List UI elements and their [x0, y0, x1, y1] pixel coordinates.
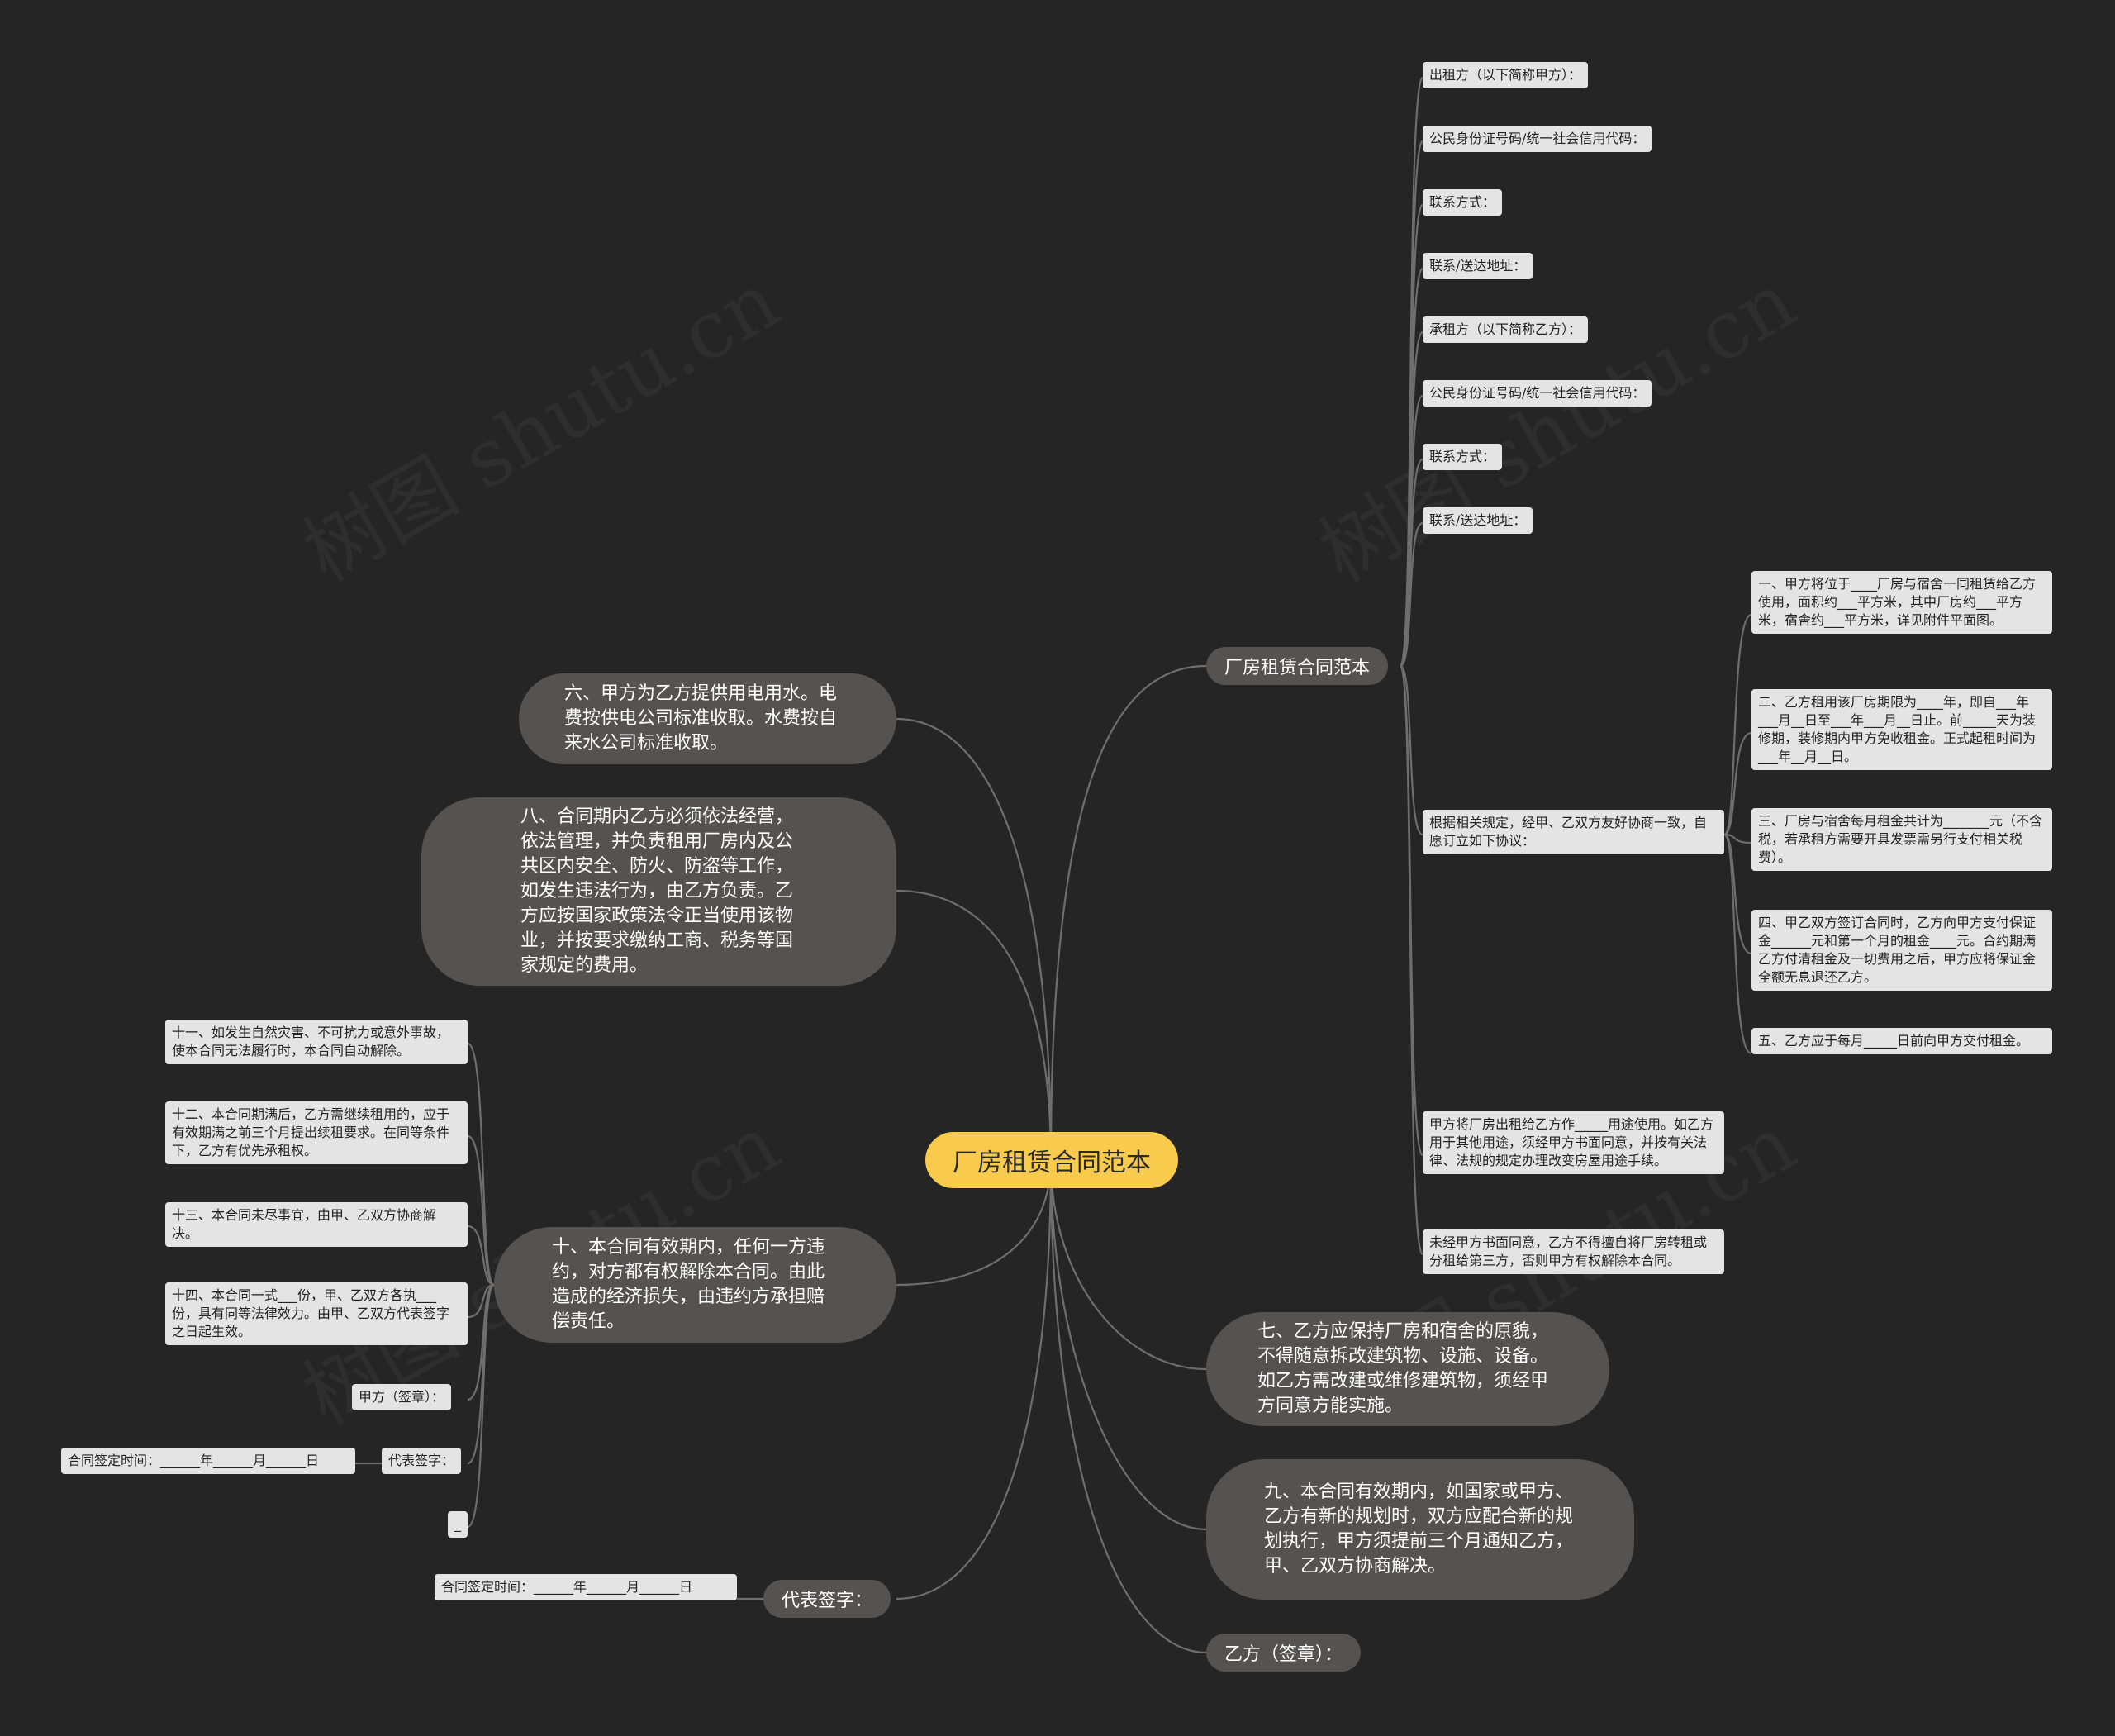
- clause-4[interactable]: 四、甲乙双方签订合同时，乙方向甲方支付保证金______元和第一个月的租金___…: [1751, 910, 2052, 991]
- party-a-sign[interactable]: 甲方（签章）：: [352, 1384, 452, 1410]
- clause-7-node[interactable]: 七、乙方应保持厂房和宿舍的原貌，不得随意拆改建筑物、设施、设备。如乙方需改建或维…: [1206, 1312, 1609, 1426]
- clause-13[interactable]: 十三、本合同未尽事宜，由甲、乙双方协商解决。: [165, 1202, 468, 1247]
- clause-9-node[interactable]: 九、本合同有效期内，如国家或甲方、乙方有新的规划时，双方应配合新的规划执行，甲方…: [1206, 1459, 1634, 1600]
- edge-topic-party-8: [1400, 521, 1423, 668]
- clause-7-text: 七、乙方应保持厂房和宿舍的原貌，不得随意拆改建筑物、设施、设备。如乙方需改建或维…: [1257, 1321, 1549, 1416]
- sublet-clause[interactable]: 未经甲方书面同意，乙方不得擅自将厂房转租或分租给第三方，否则甲方有权解除本合同。: [1423, 1229, 1724, 1274]
- clause-2[interactable]: 二、乙方租用该厂房期限为____年，即自___年___月__日至___年___月…: [1751, 689, 2052, 770]
- rep-sign-node[interactable]: 代表签字：: [763, 1580, 891, 1618]
- clause-5[interactable]: 五、乙方应于每月_____日前向甲方交付租金。: [1751, 1028, 2052, 1054]
- edge-clause10-child-3: [467, 1225, 495, 1287]
- party-lessor-id[interactable]: 公民身份证号码/统一社会信用代码：: [1423, 126, 1652, 152]
- edge-agreement-clause-2: [1723, 731, 1752, 836]
- edge-clause10-child-1: [467, 1042, 496, 1287]
- clause-12[interactable]: 十二、本合同期满后，乙方需继续租用的，应于有效期满之前三个月提出续租要求。在同等…: [165, 1101, 468, 1164]
- clause-6-node[interactable]: 六、甲方为乙方提供用电用水。电费按供电公司标准收取。水费按自来水公司标准收取。: [519, 673, 896, 764]
- edge-root-topic: [1049, 664, 1207, 1161]
- edge-root-clause7: [1049, 1159, 1207, 1371]
- sign-date-leaf[interactable]: 合同签定时间：______年______月______日: [61, 1448, 355, 1474]
- rep-sign-leaf[interactable]: 代表签字：: [382, 1448, 462, 1474]
- edge-root-clause9: [1049, 1159, 1207, 1531]
- clause-8-node[interactable]: 八、合同期内乙方必须依法经营，依法管理，并负责租用厂房内及公共区内安全、防火、防…: [421, 797, 896, 986]
- party-lessee-contact[interactable]: 联系方式：: [1423, 444, 1503, 470]
- edge-root-clause8: [896, 889, 1053, 1161]
- edge-root-rep: [896, 1159, 1053, 1600]
- rep-sign-date[interactable]: 合同签定时间：______年______月______日: [435, 1574, 737, 1600]
- edge-topic-sublet: [1399, 664, 1424, 1256]
- clause-3[interactable]: 三、厂房与宿舍每月租金共计为_______元（不含税，若承租方需要开具发票需另行…: [1751, 808, 2052, 871]
- edge-root-clause10: [896, 1159, 1053, 1287]
- edge-clause10-child-2: [467, 1134, 495, 1287]
- blank-leaf[interactable]: _: [448, 1511, 468, 1538]
- edge-agreement-clause-4: [1723, 833, 1752, 955]
- root-node[interactable]: 厂房租赁合同范本: [925, 1132, 1178, 1188]
- edge-agreement-clause-5: [1723, 833, 1752, 1055]
- party-lessee[interactable]: 承租方（以下简称乙方）：: [1423, 316, 1589, 343]
- party-lessor[interactable]: 出租方（以下简称甲方）：: [1423, 62, 1589, 88]
- edge-agreement-clause-3: [1723, 833, 1752, 844]
- party-lessee-id[interactable]: 公民身份证号码/统一社会信用代码：: [1423, 380, 1652, 407]
- usage-clause[interactable]: 甲方将厂房出租给乙方作_____用途使用。如乙方用于其他用途，须经甲方书面同意，…: [1423, 1111, 1724, 1174]
- party-lessee-address[interactable]: 联系/送达地址：: [1423, 507, 1533, 534]
- party-b-sign-node[interactable]: 乙方（签章）：: [1206, 1634, 1362, 1672]
- edge-agreement-clause-1: [1723, 613, 1752, 836]
- edge-root-partyb: [1049, 1159, 1207, 1654]
- party-lessor-contact[interactable]: 联系方式：: [1423, 189, 1503, 216]
- agreement-node[interactable]: 根据相关规定，经甲、乙双方友好协商一致，自愿订立如下协议：: [1423, 810, 1724, 854]
- clause-14[interactable]: 十四、本合同一式___份，甲、乙双方各执___份，具有同等法律效力。由甲、乙双方…: [165, 1282, 468, 1345]
- topic-node[interactable]: 厂房租赁合同范本: [1206, 647, 1389, 685]
- clause-8-text: 八、合同期内乙方必须依法经营，依法管理，并负责租用厂房内及公共区内安全、防火、防…: [520, 806, 794, 976]
- clause-10-node[interactable]: 十、本合同有效期内，任何一方违约，对方都有权解除本合同。由此造成的经济损失，由违…: [494, 1227, 896, 1343]
- edge-clause10-child-4: [467, 1283, 495, 1319]
- party-lessor-address[interactable]: 联系/送达地址：: [1423, 253, 1533, 279]
- clause-9-text: 九、本合同有效期内，如国家或甲方、乙方有新的规划时，双方应配合新的规划执行，甲方…: [1264, 1482, 1574, 1577]
- edge-clause10-child-5: [467, 1283, 495, 1401]
- edge-root-clause6: [896, 717, 1053, 1161]
- clause-11[interactable]: 十一、如发生自然灾害、不可抗力或意外事故，使本合同无法履行时，本合同自动解除。: [165, 1020, 468, 1064]
- clause-6-text: 六、甲方为乙方提供用电用水。电费按供电公司标准收取。水费按自来水公司标准收取。: [564, 683, 838, 754]
- edge-clause10-child-7: [467, 1283, 496, 1529]
- clause-1[interactable]: 一、甲方将位于____厂房与宿舍一同租赁给乙方使用，面积约___平方米，其中厂房…: [1751, 571, 2052, 634]
- edge-topic-agreement: [1399, 664, 1423, 836]
- clause-10-text: 十、本合同有效期内，任何一方违约，对方都有权解除本合同。由此造成的经济损失，由违…: [552, 1237, 825, 1332]
